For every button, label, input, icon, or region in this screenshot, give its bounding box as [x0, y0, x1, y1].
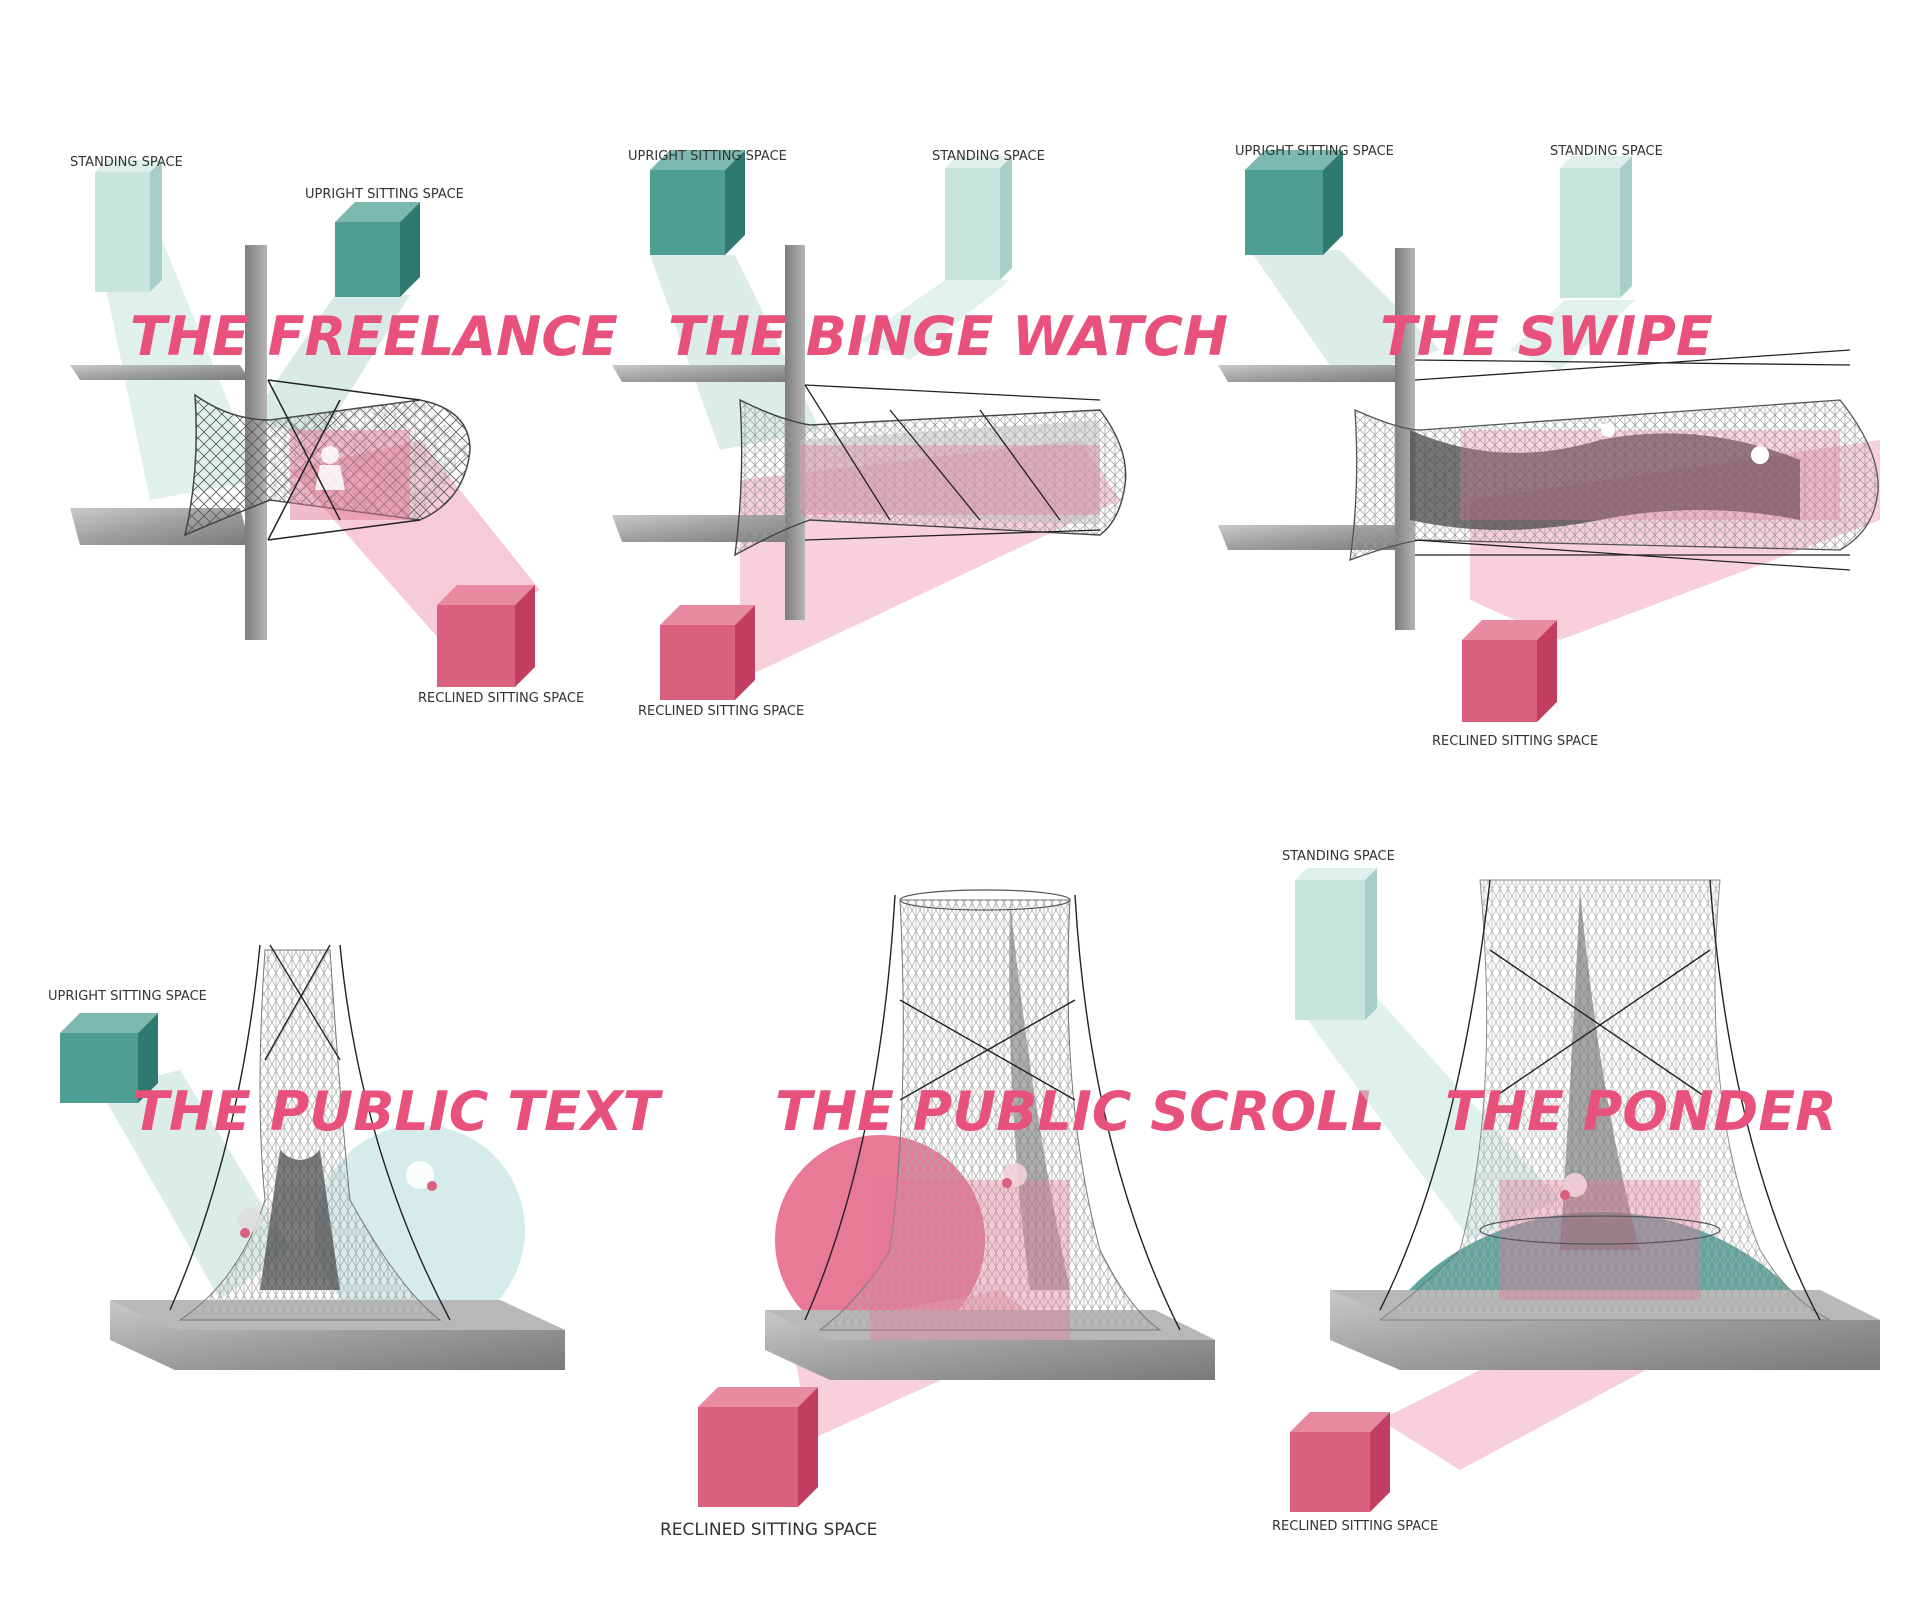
reclined-sitting-label: RECLINED SITTING SPACE: [1432, 734, 1598, 749]
upright-beam: [250, 295, 410, 440]
upper-slab: [70, 365, 250, 380]
upright-sitting-label: UPRIGHT SITTING SPACE: [628, 149, 787, 164]
standing-space-cube: [1295, 868, 1377, 1020]
person-figure: [406, 1161, 434, 1189]
standing-space-cube: [95, 160, 162, 292]
reclined-zone: [800, 445, 1100, 515]
panel-swipe: UPRIGHT SITTING SPACE STANDING SPACE REC…: [1218, 144, 1880, 749]
cables: [1379, 879, 1821, 1321]
reclined-sitting-cube: [1462, 620, 1557, 722]
cables: [1414, 349, 1851, 571]
standing-space-label: STANDING SPACE: [932, 149, 1045, 164]
cables: [169, 944, 451, 1321]
person-figure: [238, 1208, 262, 1232]
tower-mesh: [178, 949, 442, 1321]
upright-sitting-cube: [335, 202, 420, 297]
standing-beam: [860, 280, 1010, 360]
panel-public-scroll: RECLINED SITTING SPACE THE PUBLIC SCROLL: [660, 889, 1385, 1540]
standing-space-label: STANDING SPACE: [70, 155, 183, 170]
panel-public-text: UPRIGHT SITTING SPACE THE PUBLIC TEXT: [48, 944, 664, 1370]
standing-space-cube: [1560, 156, 1632, 298]
upright-sitting-label: UPRIGHT SITTING SPACE: [305, 187, 464, 202]
person-figure: [1563, 1173, 1587, 1197]
person-figure: [1751, 446, 1769, 464]
reclined-sitting-cube: [437, 585, 535, 687]
upright-sitting-label: UPRIGHT SITTING SPACE: [1235, 144, 1394, 159]
reclined-zone: [870, 1180, 1070, 1340]
reclined-sitting-cube: [660, 605, 755, 700]
upright-sitting-label: UPRIGHT SITTING SPACE: [48, 989, 207, 1004]
reclined-zone: [1500, 1180, 1700, 1300]
panel-title: THE PONDER: [1445, 1080, 1837, 1143]
upper-slab: [1218, 365, 1410, 382]
upright-beam: [1250, 250, 1440, 380]
standing-beam: [1510, 300, 1635, 370]
reclined-zone: [1460, 430, 1840, 520]
reclined-sitting-label: RECLINED SITTING SPACE: [660, 1520, 877, 1540]
upright-beam: [650, 255, 820, 450]
panel-title: THE PUBLIC TEXT: [132, 1080, 664, 1143]
standing-space-label: STANDING SPACE: [1550, 144, 1663, 159]
panel-ponder: STANDING SPACE RECLINED SITTING SPACE TH…: [1272, 849, 1880, 1534]
reclined-sitting-label: RECLINED SITTING SPACE: [418, 691, 584, 706]
reclined-sitting-label: RECLINED SITTING SPACE: [638, 704, 804, 719]
upright-beam: [100, 1070, 290, 1300]
upper-slab: [612, 365, 800, 382]
cables: [267, 379, 421, 541]
cables: [804, 894, 1181, 1331]
reclined-sitting-cube: [698, 1387, 818, 1507]
panel-title: THE PUBLIC SCROLL: [775, 1080, 1385, 1143]
reclined-sitting-cube: [1290, 1412, 1390, 1512]
panel-title: THE FREELANCE: [130, 305, 618, 368]
standing-space-label: STANDING SPACE: [1282, 849, 1395, 864]
panel-freelance: STANDING SPACE UPRIGHT SITTING SPACE REC…: [70, 155, 618, 706]
upright-sitting-cube: [1245, 150, 1343, 255]
standing-space-cube: [945, 156, 1012, 280]
reclined-zone: [290, 430, 410, 520]
tower-mesh: [818, 899, 1162, 1331]
person-figure: [1601, 423, 1615, 437]
reclined-sitting-label: RECLINED SITTING SPACE: [1272, 1519, 1438, 1534]
upright-sitting-cube: [650, 150, 745, 255]
person-figure: [321, 446, 339, 464]
cables: [804, 384, 1101, 541]
panel-binge-watch: UPRIGHT SITTING SPACE STANDING SPACE REC…: [612, 149, 1228, 719]
panel-title: THE SWIPE: [1380, 305, 1713, 368]
upright-sitting-cube: [60, 1013, 158, 1103]
panel-title: THE BINGE WATCH: [668, 305, 1228, 368]
